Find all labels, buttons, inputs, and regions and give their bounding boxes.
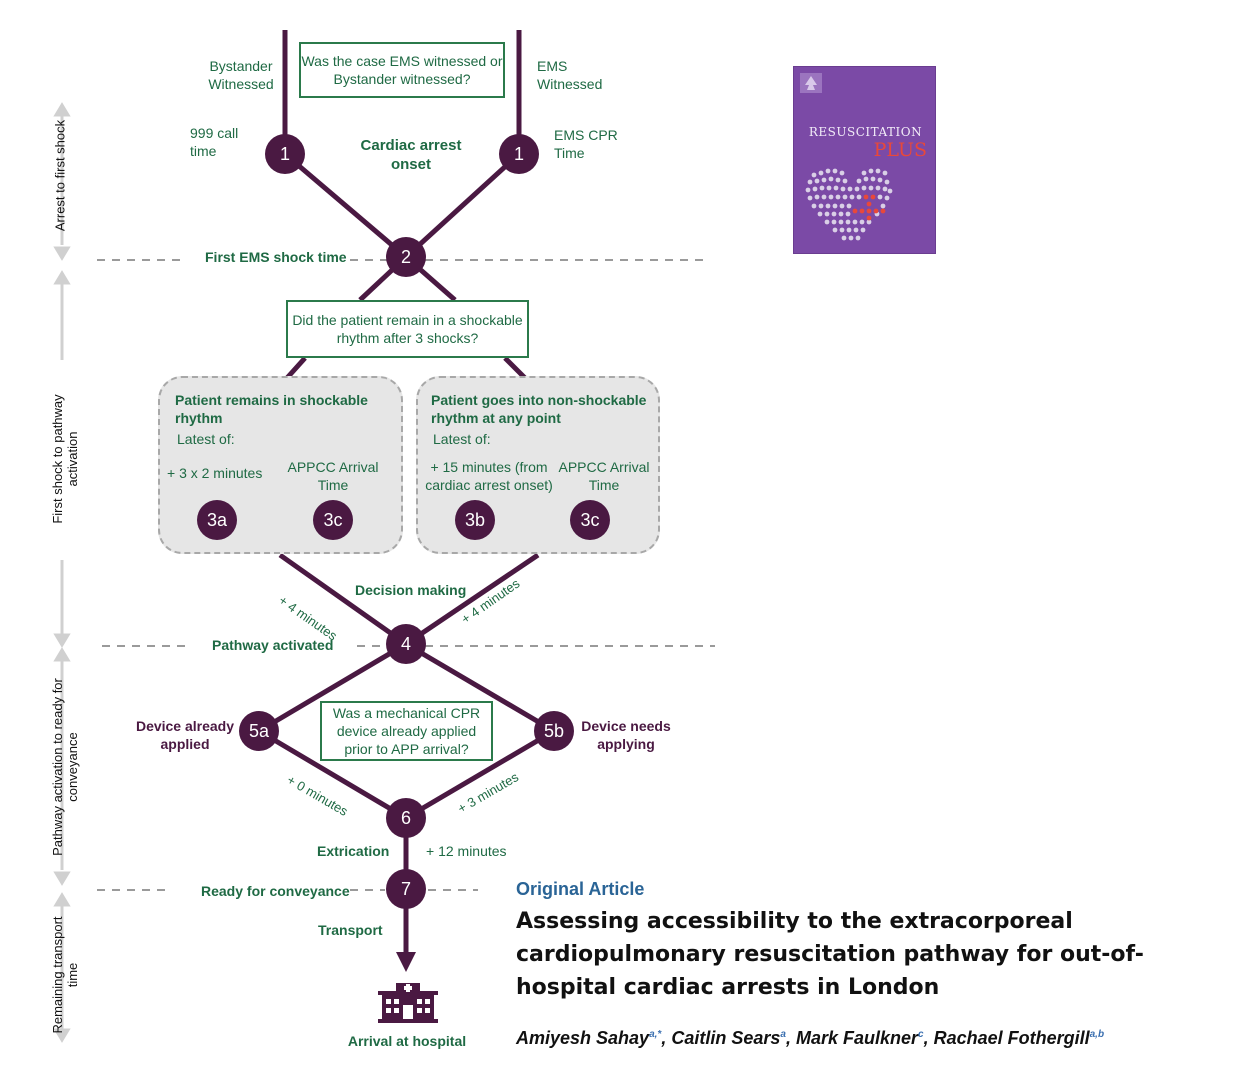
node-7: 7 [386, 869, 426, 909]
author-affiliation: a,* [649, 1029, 662, 1040]
witness-question-box: Was the case EMS witnessed or Bystander … [299, 42, 505, 98]
phase-label-1: Arrest to first shock [52, 119, 68, 232]
first-shock-label: First EMS shock time [205, 249, 347, 265]
arrival-label: Arrival at hospital [347, 1033, 467, 1049]
node-1-ems: 1 [499, 134, 539, 174]
mcpr-question: Was a mechanical CPR device already appl… [332, 705, 481, 757]
option-3b-label: + 15 minutes (from cardiac arrest onset) [425, 459, 553, 493]
pathway-activated-label: Pathway activated [212, 637, 334, 653]
device-needs-label: Device needs applying [581, 718, 671, 752]
phase-label-2: First shock to pathway activation [50, 394, 80, 524]
panel-shockable-title: Patient remains in shockable rhythm [175, 392, 368, 426]
author-name: Mark Faulkner [795, 1028, 918, 1048]
option-3c-left-label: APPCC Arrival Time [287, 459, 379, 493]
journal-subtitle: PLUS [873, 139, 927, 161]
shock-question-box: Did the patient remain in a shockable rh… [286, 300, 529, 358]
article-type: Original Article [516, 879, 645, 899]
node-2: 2 [386, 237, 426, 277]
bystander-witnessed-label: Bystander Witnessed [208, 58, 274, 92]
option-3c-right-label: APPCC Arrival Time [558, 459, 650, 493]
ready-for-conveyance-label: Ready for conveyance [201, 883, 350, 899]
ems-cpr-time-label: EMS CPR Time [554, 127, 618, 161]
transport-label: Transport [318, 922, 383, 938]
phase-label-3: Pathway activation to ready for conveyan… [50, 678, 80, 856]
journal-cover: RESUSCITATION PLUS [793, 66, 936, 254]
cardiac-arrest-onset-label: Cardiac arrest onset [360, 137, 462, 173]
hospital-icon [378, 983, 438, 1023]
decision-making-label: Decision making [355, 582, 467, 598]
node-3c-right: 3c [570, 500, 610, 540]
node-4: 4 [386, 624, 426, 664]
panel-shockable-latest: Latest of: [177, 431, 235, 447]
node-5b: 5b [534, 711, 574, 751]
author-list: Amiyesh Sahaya,*, Caitlin Searsa, Mark F… [516, 1028, 1105, 1048]
phase-label-4: Remaining transport time [50, 916, 80, 1034]
node-3b: 3b [455, 500, 495, 540]
device-applied-label: Device already applied [135, 718, 235, 752]
node-1-bystander: 1 [265, 134, 305, 174]
author-affiliation: a [780, 1029, 786, 1040]
node-3c-left: 3c [313, 500, 353, 540]
shock-question: Did the patient remain in a shockable rh… [292, 312, 523, 346]
author-affiliation: c [918, 1029, 924, 1040]
mcpr-question-box: Was a mechanical CPR device already appl… [320, 701, 493, 761]
node-5a: 5a [239, 711, 279, 751]
panel-non-shockable-title: Patient goes into non-shockable rhythm a… [431, 392, 647, 426]
author-affiliation: a,b [1089, 1029, 1105, 1040]
author-name: Rachael Fothergill [933, 1028, 1090, 1048]
node-6: 6 [386, 798, 426, 838]
dotted-heart-icon [805, 168, 893, 241]
panel-non-shockable-latest: Latest of: [433, 431, 491, 447]
journal-title: RESUSCITATION [808, 125, 923, 139]
elsevier-logo-icon [800, 73, 822, 93]
option-3a-label: + 3 x 2 minutes [167, 465, 263, 481]
author-name: Caitlin Sears [671, 1028, 781, 1048]
witness-question: Was the case EMS witnessed or Bystander … [301, 53, 503, 87]
article-title: Assessing accessibility to the extracorp… [516, 909, 1144, 1000]
node-3a: 3a [197, 500, 237, 540]
transport-arrowhead [396, 952, 416, 972]
ems-witnessed-label: EMS Witnessed [537, 58, 603, 92]
author-name: Amiyesh Sahay [516, 1028, 650, 1048]
plus-12-label: + 12 minutes [426, 843, 507, 859]
call-time-label: 999 call time [190, 125, 239, 159]
extrication-label: Extrication [317, 843, 390, 859]
